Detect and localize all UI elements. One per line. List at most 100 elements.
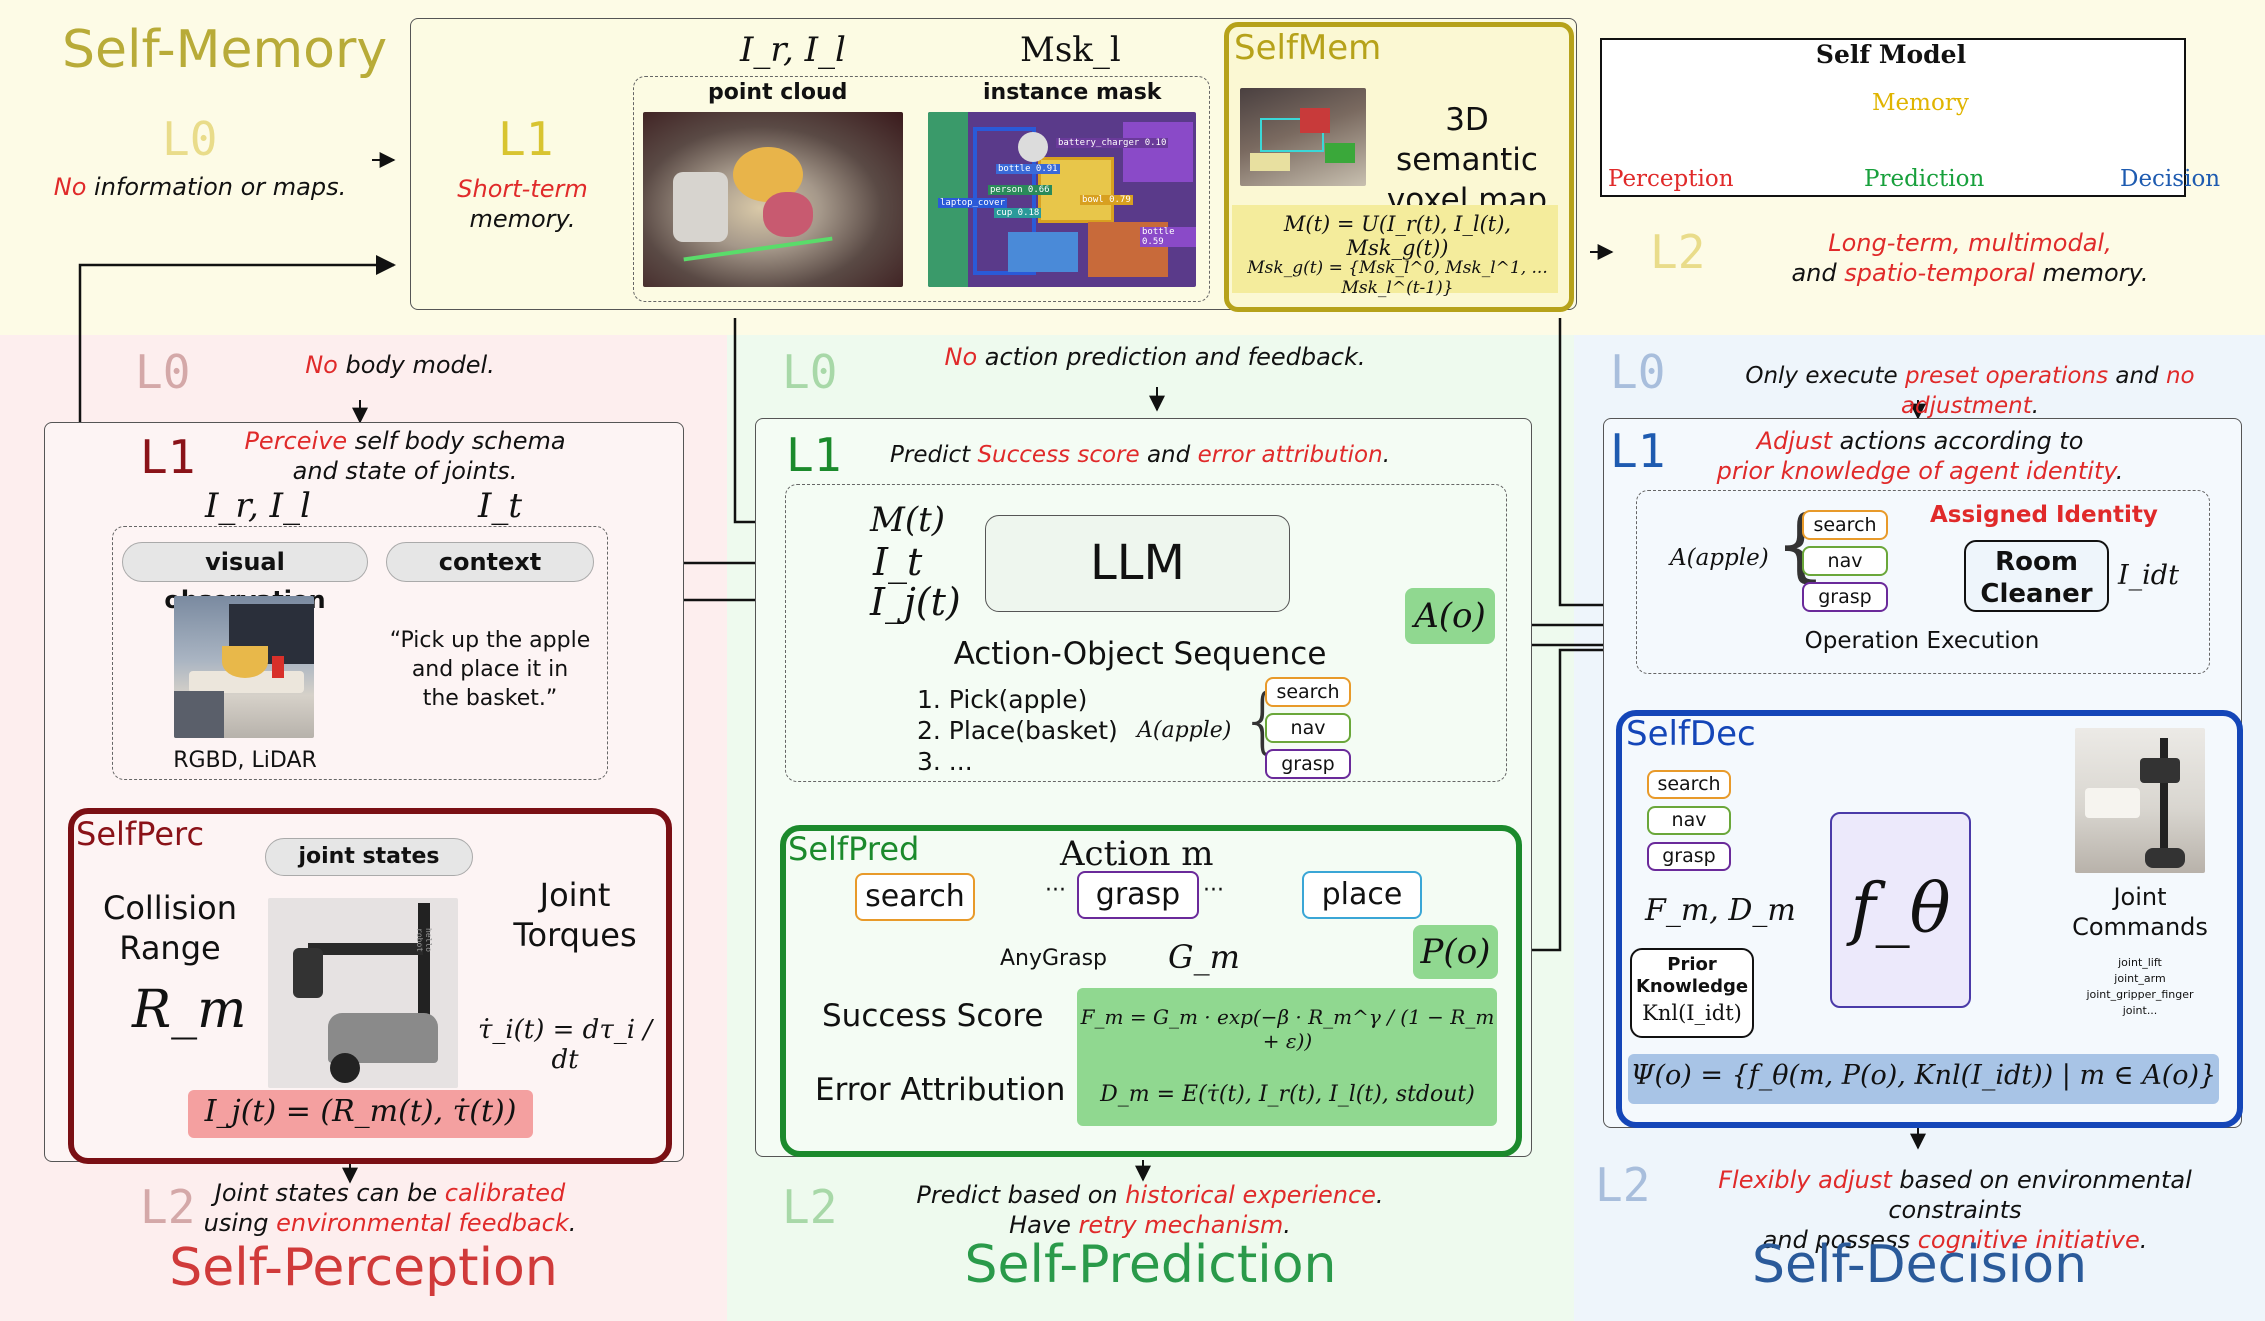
- dec2-tag-grasp: grasp: [1647, 842, 1731, 871]
- a-o-box: A(o): [1405, 588, 1495, 644]
- mask-label-6: bottle 0.59: [1140, 227, 1196, 247]
- dec-tag-search: search: [1802, 510, 1888, 540]
- selfdec-title: SelfDec: [1626, 714, 1756, 754]
- joint-states-pill: joint states: [265, 838, 473, 876]
- pred-tag-search: search: [1265, 677, 1351, 707]
- quote-line-1: “Pick up the apple: [389, 628, 591, 653]
- prediction-l0-desc-red: No: [944, 343, 978, 371]
- perception-title: Self-Perception: [169, 1238, 558, 1298]
- perception-l1-label: L1: [140, 430, 196, 484]
- room-cleaner-line-2: Cleaner: [1980, 579, 2093, 609]
- pred-a-apple: A(apple): [1137, 718, 1232, 743]
- quote-line-3: the basket.”: [422, 686, 558, 711]
- prediction-l0-desc: No action prediction and feedback.: [930, 342, 1380, 372]
- prediction-l2-line2-red: retry mechanism: [1078, 1211, 1284, 1239]
- op-exec-label: Operation Execution: [1804, 628, 2040, 654]
- memory-mask-formula: Msk_l: [1020, 30, 1121, 70]
- mask-label-5: bowl 0.79: [1080, 195, 1133, 205]
- memory-l2-desc-2: spatio-temporal: [1844, 259, 2035, 287]
- context-pill: context: [386, 542, 594, 582]
- room-cleaner-box: Room Cleaner: [1964, 540, 2109, 612]
- prediction-l1-desc-red1: Success score: [977, 442, 1140, 468]
- mask-label-2: person 0.66: [988, 185, 1052, 195]
- dec2-tag-nav: nav: [1647, 806, 1731, 835]
- joint-name-0: joint_lift: [2118, 956, 2162, 969]
- perception-l1-desc-red: Perceive: [244, 427, 348, 455]
- perception-l2-line1: Joint states can be: [214, 1179, 445, 1207]
- selfmem-eq2: Msk_g(t) = {Msk_l^0, Msk_l^1, ... Msk_l^…: [1247, 258, 1548, 298]
- joint-commands-line-2: Commands: [2072, 913, 2208, 941]
- decision-l2-line1-red: Flexibly adjust: [1718, 1166, 1892, 1194]
- input-i-j-t: I_j(t): [870, 580, 961, 624]
- assigned-identity-label: Assigned Identity: [1930, 502, 2158, 528]
- collision-line-2: Range: [119, 929, 221, 967]
- self-model-perception: Perception: [1608, 166, 1734, 192]
- decision-l0-desc-red2: no adjustment: [1900, 363, 2195, 419]
- memory-input-formula: I_r, I_l: [740, 30, 846, 70]
- chain-ellipsis-1: ···: [1045, 878, 1066, 903]
- robot-image: hello robot: [268, 898, 458, 1088]
- voxel-label-1: 3D semantic: [1396, 102, 1538, 178]
- robot-room-image: [2075, 728, 2205, 873]
- perception-l2-label: L2: [140, 1180, 196, 1234]
- rgbd-scene-image: [174, 596, 314, 738]
- aos-steps: 1. Pick(apple) 2. Place(basket) 3. ...: [917, 684, 1118, 777]
- visual-observation-pill: visual observation: [122, 542, 368, 614]
- memory-perception-dashbox: [633, 76, 1210, 302]
- ij-equation-box: [188, 1090, 533, 1138]
- mask-label-3: laptop_cover: [938, 198, 1008, 208]
- decision-l2-label: L2: [1595, 1158, 1651, 1212]
- pred-tag-nav: nav: [1265, 713, 1351, 743]
- self-model-decision: Decision: [2120, 166, 2221, 192]
- prediction-title: Self-Prediction: [964, 1235, 1337, 1295]
- aos-step-2: 2. Place(basket): [917, 716, 1118, 745]
- joint-torques-label: Joint Torques: [495, 875, 655, 955]
- prediction-l0-desc-rest: action prediction and feedback.: [977, 343, 1366, 371]
- self-model-prediction: Prediction: [1864, 166, 1985, 192]
- perception-l0-desc: No body model.: [250, 350, 550, 380]
- decision-l2-line2: and possess: [1762, 1226, 1918, 1254]
- eq-dm: D_m = E(τ̇(t), I_r(t), I_l(t), stdout): [1100, 1082, 1475, 1107]
- prediction-l1-desc-3: .: [1382, 442, 1390, 468]
- memory-l1-desc: Short-term memory.: [440, 174, 605, 234]
- prediction-l1-desc: Predict Success score and error attribut…: [880, 440, 1400, 470]
- decision-l2-line2-red: cognitive initiative: [1917, 1226, 2140, 1254]
- perception-input-dashbox: [112, 526, 608, 780]
- perception-l2-line2-end: .: [568, 1209, 577, 1237]
- prior-knowledge-box: Prior Knowledge Knl(I_idt): [1630, 948, 1754, 1038]
- prediction-l2-line2: Have: [1009, 1211, 1079, 1239]
- joint-torques-line-1: Joint: [539, 876, 611, 914]
- prediction-l2-line2-end: .: [1283, 1211, 1291, 1239]
- self-model-memory: Memory: [1872, 90, 1969, 116]
- decision-l0-desc-2: and: [2108, 363, 2166, 389]
- memory-l0-desc-red: No: [53, 173, 87, 201]
- memory-l0-label: L0: [162, 112, 218, 166]
- perception-l2-line2: using: [203, 1209, 277, 1237]
- perception-l0-desc-red: No: [305, 351, 338, 379]
- input-m-t: M(t): [870, 500, 946, 540]
- success-score-label: Success Score: [822, 998, 1044, 1034]
- prediction-l1-desc-red2: error attribution: [1197, 442, 1383, 468]
- decision-l1-desc-red2: prior knowledge of agent identity: [1716, 457, 2116, 485]
- collision-range-label: Collision Range: [90, 888, 250, 968]
- error-attr-label: Error Attribution: [815, 1072, 1066, 1108]
- perception-l1-desc: Perceive self body schema and state of j…: [240, 426, 570, 486]
- room-cleaner-line-1: Room: [1995, 547, 2078, 577]
- memory-l2-desc-1: and: [1791, 259, 1845, 287]
- perception-l2-desc: Joint states can be calibrated using env…: [200, 1178, 580, 1238]
- chain-grasp: grasp: [1077, 871, 1199, 919]
- anygrasp-label: AnyGrasp: [1000, 946, 1108, 971]
- selfpred-title: SelfPred: [788, 830, 920, 868]
- prediction-l2-label: L2: [782, 1180, 838, 1234]
- decision-l1-desc-2: .: [2115, 457, 2124, 485]
- psi-equation: Ψ(o) = {f_θ(m, P(o), Knl(I_idt)) | m ∈ A…: [1630, 1060, 2217, 1091]
- memory-l2-desc-0: Long-term, multimodal,: [1828, 229, 2112, 257]
- perception-l1-desc-rest2: and state of joints.: [292, 457, 518, 485]
- quote-line-2: and place it in: [411, 657, 569, 682]
- ij-equation: I_j(t) = (R_m(t), τ̇(t)): [204, 1094, 517, 1129]
- prior-line-2: Knowledge: [1635, 976, 1749, 997]
- p-o-box: P(o): [1413, 925, 1498, 979]
- aos-title: Action-Object Sequence: [953, 636, 1327, 672]
- pred-tag-grasp: grasp: [1265, 749, 1351, 779]
- decision-l2-desc: Flexibly adjust based on environmental c…: [1660, 1165, 2250, 1255]
